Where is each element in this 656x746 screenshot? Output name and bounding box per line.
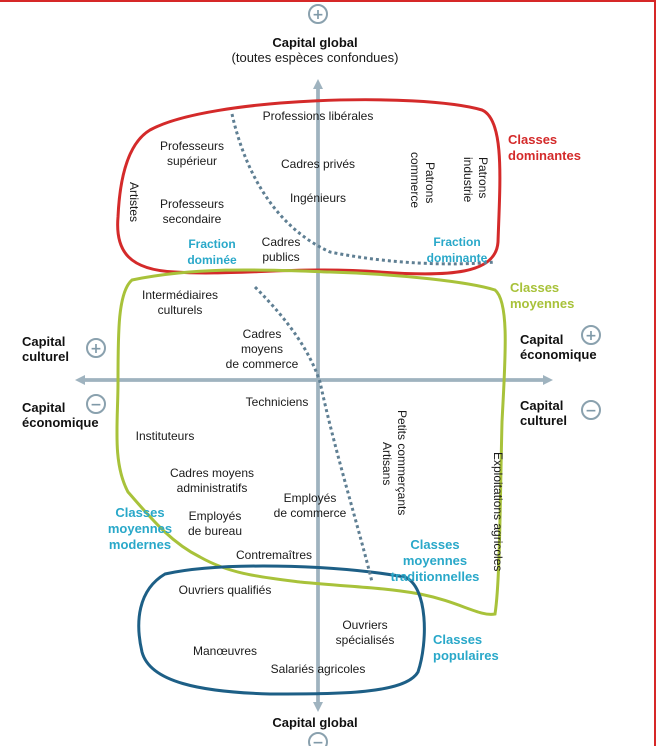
label-employes-commerce-1: Employés: [284, 491, 337, 505]
label-cadres-moyens-commerce-1: Cadres: [243, 327, 282, 341]
label-patrons-commerce-2: commerce: [408, 152, 422, 208]
label-ouvriers-qualifies: Ouvriers qualifiés: [179, 583, 272, 597]
svg-text:+: +: [90, 341, 102, 357]
dominant-class-label-1: Classes: [508, 132, 557, 147]
label-contremaitres: Contremaîtres: [236, 548, 312, 562]
dominant-class-label-2: dominantes: [508, 148, 581, 163]
svg-text:+: +: [312, 7, 324, 23]
svg-text:−: −: [585, 403, 597, 419]
popular-class-label-1: Classes: [433, 632, 482, 647]
dominant-fraction-label-1: Fraction: [433, 235, 480, 249]
minus-icon: −: [581, 400, 601, 420]
dominant-fraction-divider: [230, 113, 496, 266]
right-upper-axis-label-2: économique: [520, 347, 597, 362]
label-ingenieurs: Ingénieurs: [290, 191, 346, 205]
right-lower-axis-label-2: culturel: [520, 413, 567, 428]
label-profs-sec-2: secondaire: [163, 212, 222, 226]
dominated-fraction-label-2: dominée: [187, 253, 237, 267]
top-axis-title: Capital global: [272, 35, 357, 50]
left-upper-axis-label-2: culturel: [22, 349, 69, 364]
dominated-fraction-label-1: Fraction: [188, 237, 235, 251]
traditional-middle-label-3: traditionnelles: [391, 569, 480, 584]
label-employes-bureau-1: Employés: [189, 509, 242, 523]
label-ouvriers-specialises-2: spécialisés: [336, 633, 395, 647]
plus-icon: +: [86, 338, 106, 358]
bottom-axis-title: Capital global: [272, 715, 357, 730]
svg-text:−: −: [90, 397, 102, 413]
middle-class-label-1: Classes: [510, 280, 559, 295]
popular-class-label-2: populaires: [433, 648, 499, 663]
traditional-middle-label-1: Classes: [410, 537, 459, 552]
label-cadres-prives: Cadres privés: [281, 157, 355, 171]
label-cadres-moyens-admin-1: Cadres moyens: [170, 466, 254, 480]
label-artisans: Artisans: [380, 442, 394, 485]
label-profs-sup-1: Professeurs: [160, 139, 224, 153]
label-patrons-industrie-1: Patrons: [476, 157, 490, 198]
label-exploitations-agricoles: Exploitations agricoles: [491, 452, 505, 571]
right-upper-axis-label-1: Capital: [520, 332, 563, 347]
right-lower-axis-label-1: Capital: [520, 398, 563, 413]
dominant-class-outline: [116, 98, 502, 276]
label-profs-sec-1: Professeurs: [160, 197, 224, 211]
traditional-middle-label-2: moyennes: [403, 553, 467, 568]
label-employes-commerce-2: de commerce: [274, 506, 347, 520]
label-intermediaires-2: culturels: [158, 303, 203, 317]
label-instituteurs: Instituteurs: [136, 429, 195, 443]
popular-class-outline: [137, 564, 426, 696]
label-patrons-industrie-2: industrie: [461, 157, 475, 203]
svg-text:−: −: [312, 735, 324, 746]
label-employes-bureau-2: de bureau: [188, 524, 242, 538]
plus-icon: +: [308, 4, 328, 24]
label-cadres-moyens-commerce-2: moyens: [241, 342, 283, 356]
modern-middle-label-3: modernes: [109, 537, 171, 552]
label-ouvriers-specialises-1: Ouvriers: [342, 618, 387, 632]
label-profs-sup-2: supérieur: [167, 154, 217, 168]
left-upper-axis-label-1: Capital: [22, 334, 65, 349]
label-intermediaires-1: Intermédiaires: [142, 288, 218, 302]
label-petits-commercants: Petits commerçants: [395, 410, 409, 515]
minus-icon: −: [308, 732, 328, 746]
middle-fraction-divider: [253, 285, 374, 583]
label-cadres-moyens-admin-2: administratifs: [177, 481, 248, 495]
left-lower-axis-label-1: Capital: [22, 400, 65, 415]
plus-icon: +: [581, 325, 601, 345]
minus-icon: −: [86, 394, 106, 414]
top-axis-subtitle: (toutes espèces confondues): [232, 50, 399, 65]
modern-middle-label-1: Classes: [115, 505, 164, 520]
label-cadres-moyens-commerce-3: de commerce: [226, 357, 299, 371]
label-cadres-publics-1: Cadres: [262, 235, 301, 249]
middle-class-outline: [115, 268, 507, 616]
label-cadres-publics-2: publics: [262, 250, 299, 264]
label-patrons-commerce-1: Patrons: [423, 162, 437, 203]
label-professions-liberales: Professions libérales: [263, 109, 374, 123]
modern-middle-label-2: moyennes: [108, 521, 172, 536]
svg-text:+: +: [585, 328, 597, 344]
label-salaries-agricoles: Salariés agricoles: [271, 662, 366, 676]
dominant-fraction-label-2: dominante: [427, 251, 488, 265]
label-techniciens: Techniciens: [246, 395, 309, 409]
label-manoeuvres: Manœuvres: [193, 644, 257, 658]
left-lower-axis-label-2: économique: [22, 415, 99, 430]
middle-class-label-2: moyennes: [510, 296, 574, 311]
label-artistes: Artistes: [127, 182, 141, 222]
